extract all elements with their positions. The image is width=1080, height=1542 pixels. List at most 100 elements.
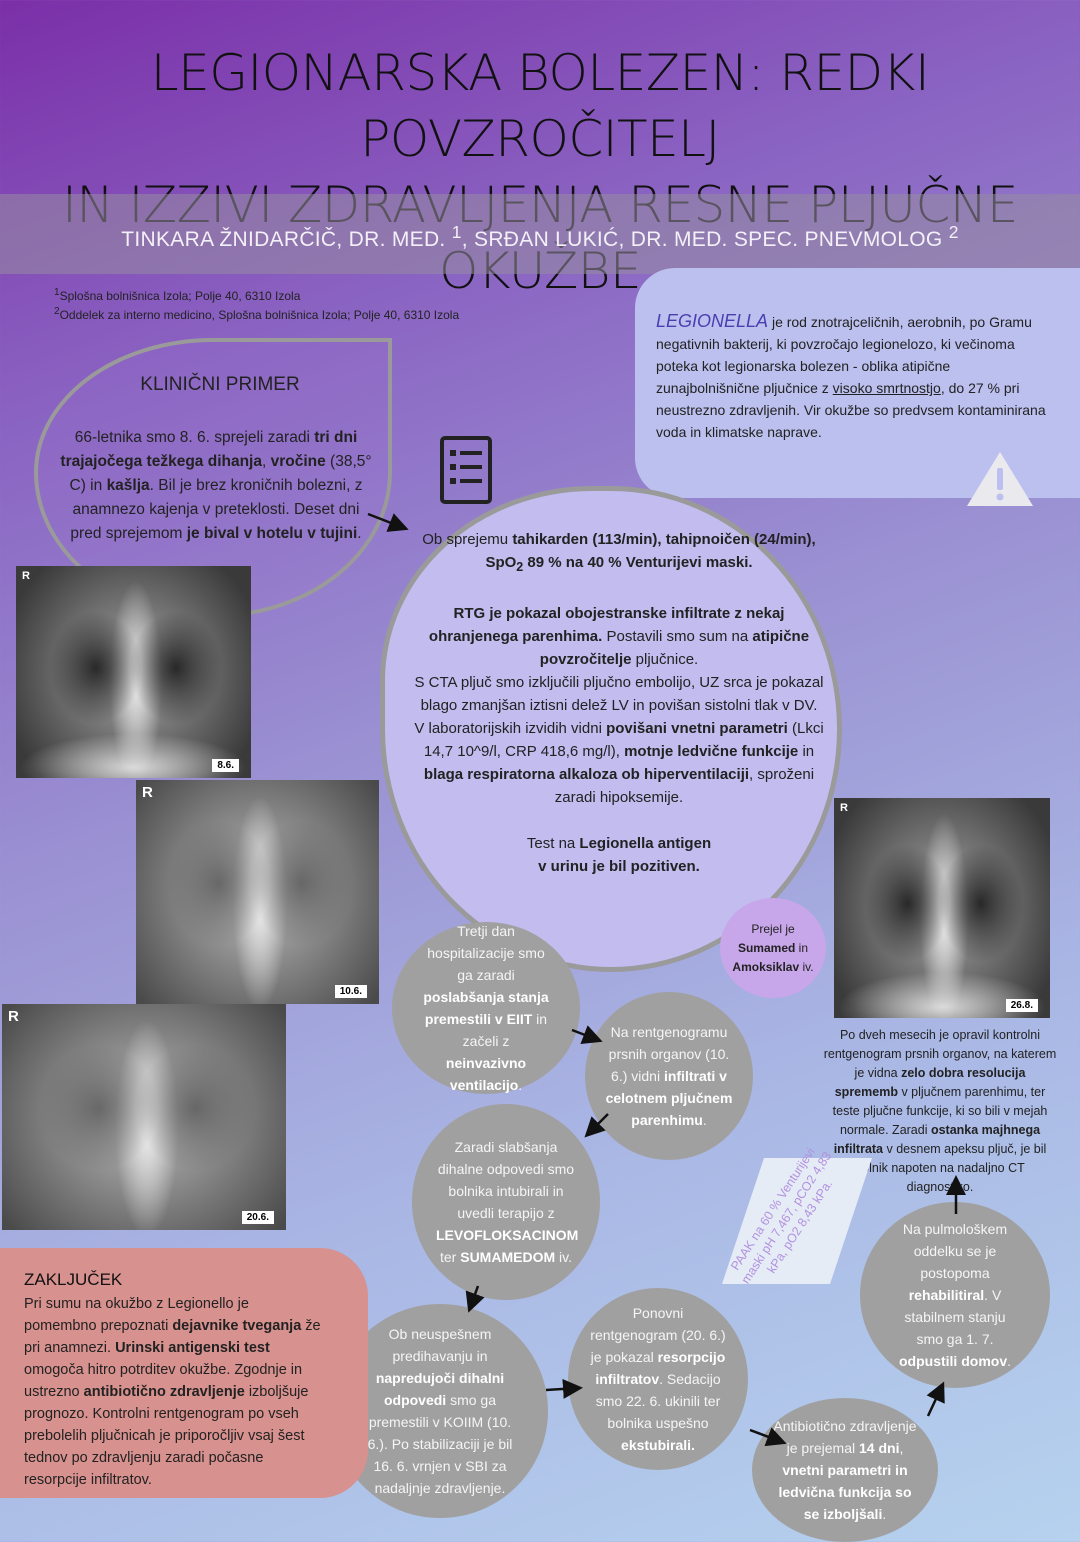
admission-paragraph-1: Ob sprejemu tahikarden (113/min), tahipn…	[412, 528, 826, 579]
xray-image-10-6: R 10.6.	[136, 780, 379, 1004]
conclusion-text-3: omogoča hitro potrditev okužbe. Zgodnje …	[24, 1362, 303, 1400]
step-3-bold: LEVOFLOKSACINOM	[436, 1227, 579, 1243]
author-2-affiliation: 2	[948, 222, 959, 242]
info-text: LEGIONELLA je rod znotrajceličnih, aerob…	[656, 310, 1046, 443]
step-4-text-2: smo ga premestili v KOIIM (10. 6.). Po s…	[367, 1392, 513, 1496]
case-text-4: . Bil je brez kroničnih bolezni, z anamn…	[70, 477, 363, 542]
case-text-1: 66-letnika smo 8. 6. sprejeli zaradi	[74, 429, 315, 446]
adm-bold-1: tahikarden (113/min), tahipnoičen (24/mi…	[485, 531, 816, 571]
info-box	[635, 268, 1080, 498]
arrow-step4-to-step5	[545, 1378, 583, 1399]
step-5-text-2: . Sedacijo smo 22. 6. ukinili ter bolnik…	[595, 1371, 721, 1431]
admission-paragraph-4: V laboratorijskih izvidih vidni povišani…	[412, 717, 826, 809]
adm-bold-4b: povišani vnetni parametri	[606, 720, 788, 737]
author-1: TINKARA ŽNIDARČIČ, DR. MED.	[121, 228, 446, 251]
affiliation-2: 2Oddelek za interno medicino, Splošna bo…	[54, 306, 459, 322]
affiliation-1: 1Splošna bolnišnica Izola; Polje 40, 631…	[54, 287, 300, 303]
admission-bubble	[380, 486, 842, 972]
case-text-3: (38,5° C) in	[69, 453, 372, 494]
info-text-underlined: visoko smrtnostjo	[832, 380, 941, 396]
timeline-step-4: Ob neuspešnem predihavanju in napredujoč…	[332, 1304, 548, 1518]
step-1-text: Tretji dan hospitalizacije smo ga zaradi	[427, 923, 545, 983]
adm-text-2: Postavili smo sum na	[602, 628, 753, 645]
step-3-text-2: ter	[440, 1249, 461, 1265]
adm-bold-4f: blaga respiratorna alkaloza ob hipervent…	[423, 766, 750, 783]
antibiotic-bubble: Prejel je Sumamed in Amoksiklav iv.	[720, 898, 826, 998]
follow-up-text-1: Po dveh mesecih je opravil kontrolni ren…	[823, 1028, 1057, 1080]
prejel-drug-2: Amoksiklav	[732, 959, 800, 974]
step-6-text-3: .	[882, 1506, 887, 1522]
step-2-text-2: .	[702, 1112, 707, 1128]
adm-bold-5b: Legionella antigen	[579, 835, 712, 852]
step-2-bold: infiltrati v celotnem pljučnem parenhimu	[605, 1068, 733, 1128]
legionella-term: LEGIONELLA	[656, 311, 769, 331]
warning-icon	[967, 452, 1033, 506]
case-text-5: .	[357, 525, 362, 542]
arrow-step2-to-step3	[584, 1113, 609, 1138]
xray-image-20-6: R 20.6.	[2, 1004, 286, 1230]
step-7-text-3: .	[1007, 1353, 1011, 1369]
case-text-2: ,	[261, 453, 271, 470]
xray-image-26-8: R 26.8.	[834, 798, 1050, 1018]
adm-text-4: V laboratorijskih izvidih vidni	[414, 720, 607, 737]
case-bold-4: je bival v hotelu v tujini	[186, 525, 358, 542]
author-band	[0, 194, 1080, 274]
affiliation-2-text: Oddelek za interno medicino, Splošna bol…	[59, 308, 460, 322]
step-7-text: Na pulmološkem oddelku se je postopoma	[902, 1221, 1008, 1281]
step-1-text-3: .	[518, 1077, 523, 1093]
step-7-text-2: . V stabilnem stanju smo ga 1. 7.	[904, 1287, 1006, 1347]
conclusion-bold-3: antibiotično zdravljenje	[83, 1384, 245, 1400]
case-bold-1: tri dni trajajočega težkega dihanja	[60, 429, 358, 470]
author-2: , SRĐAN LUKIĆ, DR. MED. SPEC. PNEVMOLOG	[461, 228, 943, 251]
admission-text: Ob sprejemu tahikarden (113/min), tahipn…	[412, 528, 826, 878]
case-text: 66-letnika smo 8. 6. sprejeli zaradi tri…	[56, 426, 376, 546]
follow-up-bold-2: ostanka majhnega infiltrata	[833, 1123, 1041, 1156]
author-1-affiliation: 1	[451, 222, 462, 242]
timeline-step-2: Na rentgenogramu prsnih organov (10. 6.)…	[585, 992, 753, 1160]
step-1-bold-2: neinvazivno ventilacijo	[445, 1055, 527, 1093]
conclusion-bold-2: Urinski antigenski test	[115, 1340, 270, 1356]
timeline-step-6: Antibiotično zdravljenje je prejemal 14 …	[752, 1398, 938, 1542]
follow-up-text-3: v desnem apeksu pljuč, je bil bolnik nap…	[855, 1142, 1047, 1194]
xray-side-marker: R	[840, 802, 848, 814]
adm-text-4g: , sproženi zaradi hipoksemije.	[554, 766, 815, 806]
conclusion-title: ZAKLJUČEK	[24, 1270, 123, 1289]
step-7-bold-2: odpustili domov	[899, 1353, 1008, 1369]
timeline-step-1: Tretji dan hospitalizacije smo ga zaradi…	[392, 922, 580, 1094]
follow-up-text-2: v pljučnem parenhimu, ter teste pljučne …	[832, 1085, 1048, 1137]
prejel-text-1: Prejel je	[751, 921, 795, 936]
info-text-3: , do 27 % pri neustrezno zdravljenih. Vi…	[656, 380, 1046, 440]
xray-date-label: 26.8.	[1005, 999, 1038, 1012]
affiliation-1-number: 1	[54, 287, 60, 298]
step-5-bold-2: ekstubirali.	[621, 1437, 695, 1453]
adm-bold-2c: atipične povzročitelje	[539, 628, 810, 668]
adm-bold-5c: v urinu je bil pozitiven.	[538, 858, 700, 875]
timeline-step-3: Zaradi slabšanja dihalne odpovedi smo bo…	[412, 1104, 600, 1300]
spo2-subscript: 2	[516, 560, 524, 574]
step-6-bold-2: vnetni parametri in ledvična funkcija so…	[778, 1462, 912, 1522]
arrow-step1-to-step2	[571, 1025, 603, 1044]
step-3-text: Zaradi slabšanja dihalne odpovedi smo bo…	[437, 1139, 575, 1221]
conclusion-bold-1: dejavnike tveganja	[172, 1318, 302, 1334]
adm-text-4e: in	[798, 743, 815, 760]
adm-bold-4d: motnje ledvične funkcije	[624, 743, 799, 760]
prejel-text-2: in	[795, 940, 809, 955]
follow-up-bold-1: zelo dobra resolucija sprememb	[834, 1066, 1026, 1099]
checklist-icon	[440, 436, 492, 504]
step-6-bold: 14 dni	[859, 1440, 900, 1456]
step-4-bold: napredujoči dihalni odpovedi	[375, 1370, 505, 1408]
authors: TINKARA ŽNIDARČIČ, DR. MED. 1, SRĐAN LUK…	[0, 222, 1080, 252]
step-1-bold: poslabšanja stanja premestili v EIIT	[423, 989, 549, 1027]
case-bold-2: vročine	[270, 453, 326, 470]
title-line-1: LEGIONARSKA BOLEZEN: REDKI POVZROČITELJ	[150, 44, 930, 168]
conclusion-text-2: že pri anamnezi.	[24, 1318, 321, 1356]
follow-up-text: Po dveh mesecih je opravil kontrolni ren…	[822, 1026, 1058, 1197]
timeline-step-7: Na pulmološkem oddelku se je postopoma r…	[860, 1202, 1050, 1388]
conclusion-text-1: Pri sumu na okužbo z Legionello je pomem…	[24, 1296, 249, 1334]
info-text-1: je rod znotrajceličnih, aerobnih, po Gra…	[656, 314, 1032, 396]
step-6-text: Antibiotično zdravljenje je prejemal	[773, 1418, 917, 1456]
step-1-text-2: in začeli z	[462, 1011, 548, 1049]
xray-side-marker: R	[142, 784, 153, 801]
step-7-bold: rehabilitiral	[908, 1287, 985, 1303]
